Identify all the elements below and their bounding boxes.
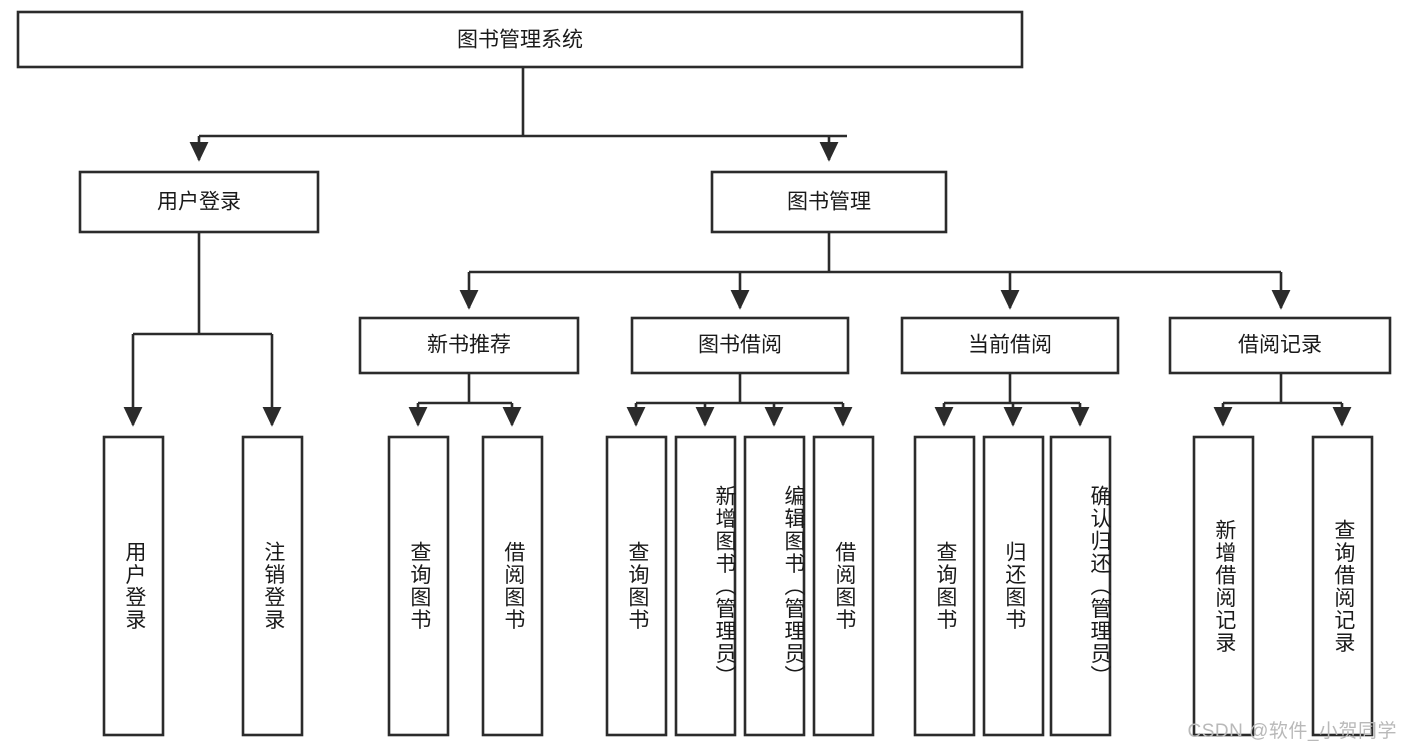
- leaf-box-borrow-record-1[interactable]: [1311, 435, 1374, 737]
- connector-bookborrow-to-leaves: [626, 373, 853, 427]
- node-root-label: 图书管理系统: [457, 29, 583, 52]
- node-level1-book-management[interactable]: 图书管理: [710, 170, 948, 234]
- node-root[interactable]: 图书管理系统: [16, 10, 1024, 69]
- connector-userlogin-to-leaves: [123, 232, 282, 427]
- leaf-box-book-borrow-1[interactable]: [674, 435, 737, 737]
- node-level1-user-login-label: 用户登录: [157, 191, 241, 214]
- leaf-box-new-book-0[interactable]: [387, 435, 450, 737]
- node-level2-book-borrow-label: 图书借阅: [698, 334, 782, 357]
- leaf-box-user-login-0[interactable]: [102, 435, 165, 737]
- watermark: CSDN @软件_小贺同学: [1187, 721, 1397, 742]
- connector-newbook-to-leaves: [408, 373, 522, 427]
- node-level2-new-book-recommend[interactable]: 新书推荐: [358, 316, 580, 375]
- leaf-box-borrow-record-0[interactable]: [1192, 435, 1255, 737]
- node-level1-book-management-label: 图书管理: [787, 191, 871, 214]
- node-level2-current-borrow-label: 当前借阅: [968, 334, 1052, 357]
- node-level2-borrow-record-label: 借阅记录: [1238, 334, 1322, 357]
- node-level1-user-login[interactable]: 用户登录: [78, 170, 320, 234]
- node-level2-current-borrow[interactable]: 当前借阅: [900, 316, 1120, 375]
- connector-root-to-level1: [189, 67, 847, 162]
- leaf-box-user-login-1[interactable]: [241, 435, 304, 737]
- node-level2-borrow-record[interactable]: 借阅记录: [1168, 316, 1392, 375]
- leaf-box-book-borrow-2[interactable]: [743, 435, 806, 737]
- leaf-box-current-borrow-2[interactable]: [1049, 435, 1112, 737]
- connector-bookmgmt-to-level2: [459, 232, 1291, 310]
- connector-currentborrow-to-leaves: [934, 373, 1090, 427]
- leaf-box-current-borrow-1[interactable]: [982, 435, 1045, 737]
- leaf-box-book-borrow-0[interactable]: [605, 435, 668, 737]
- leaf-box-book-borrow-3[interactable]: [812, 435, 875, 737]
- node-level2-new-book-recommend-label: 新书推荐: [427, 334, 511, 357]
- connector-borrowrecord-to-leaves: [1213, 373, 1352, 427]
- leaf-box-current-borrow-0[interactable]: [913, 435, 976, 737]
- leaf-box-new-book-1[interactable]: [481, 435, 544, 737]
- node-level2-book-borrow[interactable]: 图书借阅: [630, 316, 850, 375]
